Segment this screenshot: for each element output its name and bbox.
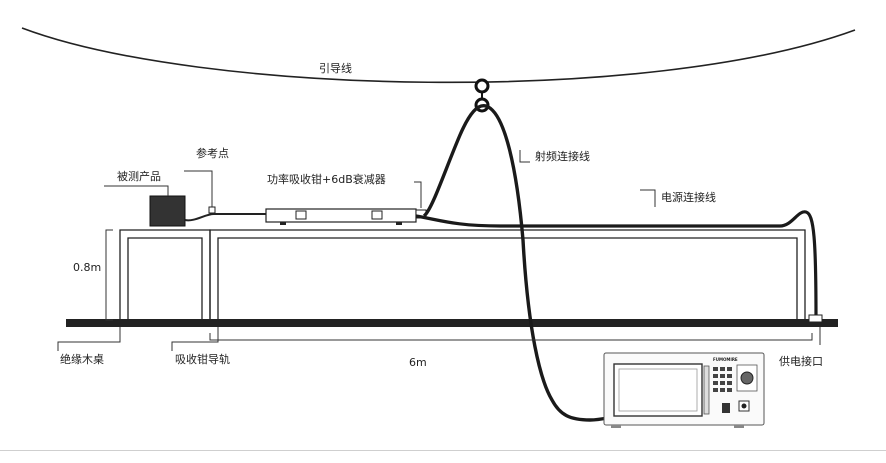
- absorbing-clamp: [265, 208, 417, 223]
- receiver-screen-inner: [618, 368, 698, 412]
- length-label: 6m: [409, 356, 427, 369]
- receiver-soft-keys: [703, 365, 710, 415]
- ground-rail: [66, 319, 838, 327]
- guide-wire-label: 引导线: [319, 61, 352, 75]
- reference-point-label: 参考点: [196, 146, 229, 160]
- reference-point-marker: [208, 206, 216, 214]
- power-cable-label: 电源连接线: [661, 190, 716, 204]
- guide-wire: [21, 27, 856, 84]
- clamp-rail-label: 吸收钳导轨: [175, 352, 230, 366]
- rf-cable-label: 射频连接线: [535, 149, 590, 163]
- receiver-keypad: [713, 367, 732, 392]
- clamp-attenuator-label: 功率吸收钳+6dB衰减器: [267, 172, 386, 186]
- eut-box: [149, 195, 186, 227]
- receiver-foot-left: [611, 425, 621, 428]
- clamp-rail-table: [209, 229, 806, 320]
- height-label: 0.8m: [73, 261, 101, 274]
- receiver-brand: FUMOMIRE: [713, 357, 738, 362]
- clamp-rail-leader: [171, 327, 219, 351]
- clamp-ferrite-2: [371, 210, 383, 220]
- bottom-divider: [0, 450, 886, 451]
- receiver-knob: [740, 371, 754, 385]
- wood-table-leader: [57, 327, 121, 351]
- power-outlet: [808, 314, 823, 323]
- height-dimension: [105, 229, 113, 321]
- length-dimension: [209, 333, 813, 341]
- clamp-ferrite-1: [295, 210, 307, 220]
- wood-table: [119, 229, 211, 320]
- receiver-port-dot: [741, 403, 747, 409]
- pulley-ring-top: [474, 78, 490, 94]
- clamp-foot-left: [280, 222, 286, 225]
- eut-cable: [184, 213, 268, 222]
- eut-label-leader: [104, 185, 169, 196]
- receiver-rf-input: [722, 403, 730, 413]
- receiver-foot-right: [734, 425, 744, 428]
- reference-point-leader: [184, 170, 213, 209]
- emi-receiver: FUMOMIRE: [603, 352, 765, 428]
- power-cable-leader: [640, 189, 656, 207]
- power-cable: [415, 210, 818, 319]
- rf-cable-leader: [519, 150, 530, 163]
- eut-label: 被测产品: [117, 169, 161, 183]
- clamp-label-leader: [414, 181, 422, 208]
- clamp-foot-right: [396, 222, 402, 225]
- wood-table-label: 绝缘木桌: [60, 352, 104, 366]
- power-outlet-label: 供电接口: [779, 354, 823, 368]
